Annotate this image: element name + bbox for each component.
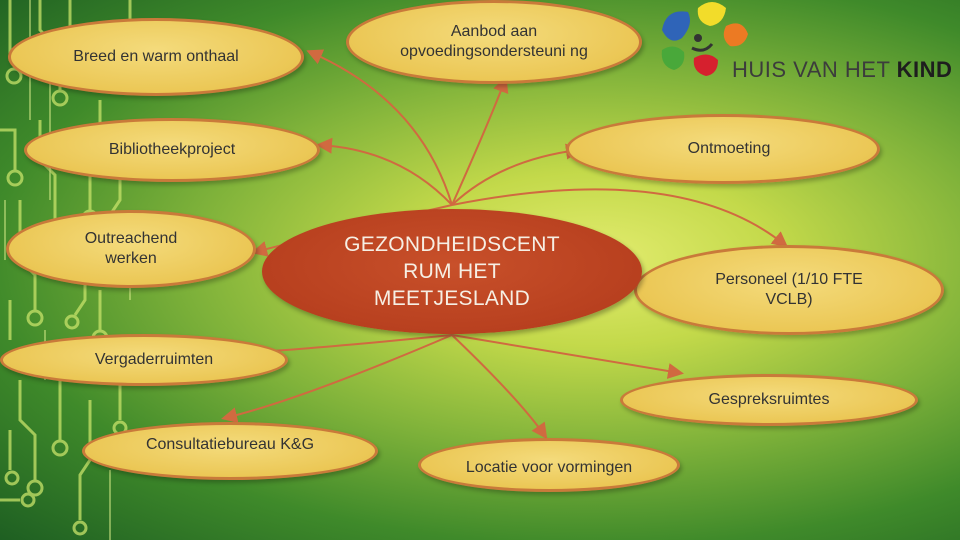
node-breed-en-warm-onthaal: Breed en warm onthaal: [8, 18, 304, 96]
node-gespreksruimtes: Gespreksruimtes: [620, 374, 918, 426]
node-label: Bibliotheekproject: [108, 141, 236, 158]
node-label: Personeel (1/10 FTE VCLB): [715, 271, 863, 308]
node-ontmoeting: Ontmoeting: [566, 114, 880, 184]
node-label: Locatie voor vormingen: [465, 459, 633, 476]
node-aanbod-opvoedingsondersteuning: Aanbod aan opvoedingsondersteuni ng: [346, 0, 642, 84]
node-vergaderruimten: Vergaderruimten: [0, 334, 288, 386]
huis-van-het-kind-logo: [661, 2, 748, 76]
logo-text-part1: HUIS VAN HET: [732, 57, 890, 82]
node-consultatiebureau: Consultatiebureau K&G: [82, 422, 378, 480]
node-label: Breed en warm onthaal: [73, 48, 239, 65]
node-label: Gespreksruimtes: [708, 391, 830, 408]
node-label: Outreachend werken: [84, 230, 178, 267]
node-label: Vergaderruimten: [94, 351, 214, 368]
center-label: GEZONDHEIDSCENT RUM HET MEETJESLAND: [344, 232, 560, 311]
logo-wordmark: HUIS VAN HET KIND: [732, 57, 952, 83]
center-node-gezondheidscentrum: GEZONDHEIDSCENT RUM HET MEETJESLAND: [262, 209, 642, 334]
logo-text-part2: KIND: [896, 57, 953, 82]
node-outreachend-werken: Outreachend werken: [6, 210, 256, 288]
node-label: Aanbod aan opvoedingsondersteuni ng: [400, 23, 588, 60]
node-label: Ontmoeting: [687, 140, 771, 157]
node-personeel: Personeel (1/10 FTE VCLB): [634, 245, 944, 335]
node-bibliotheekproject: Bibliotheekproject: [24, 118, 320, 182]
node-locatie-voor-vormingen: Locatie voor vormingen: [418, 438, 680, 492]
node-label: Consultatiebureau K&G: [145, 436, 315, 453]
